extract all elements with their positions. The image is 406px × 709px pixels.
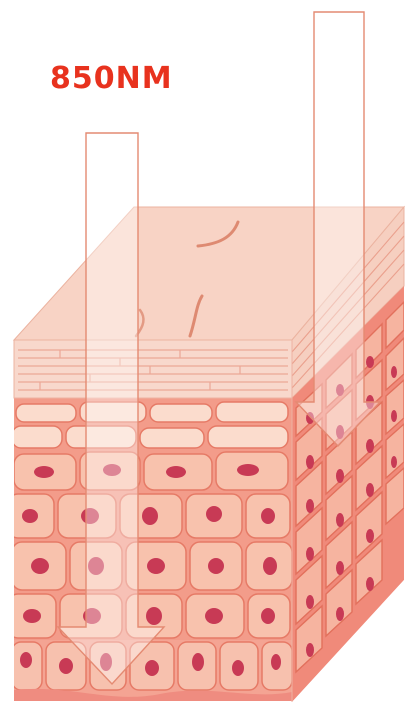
epidermis-front <box>8 398 292 701</box>
stratum-corneum-front <box>14 340 292 398</box>
